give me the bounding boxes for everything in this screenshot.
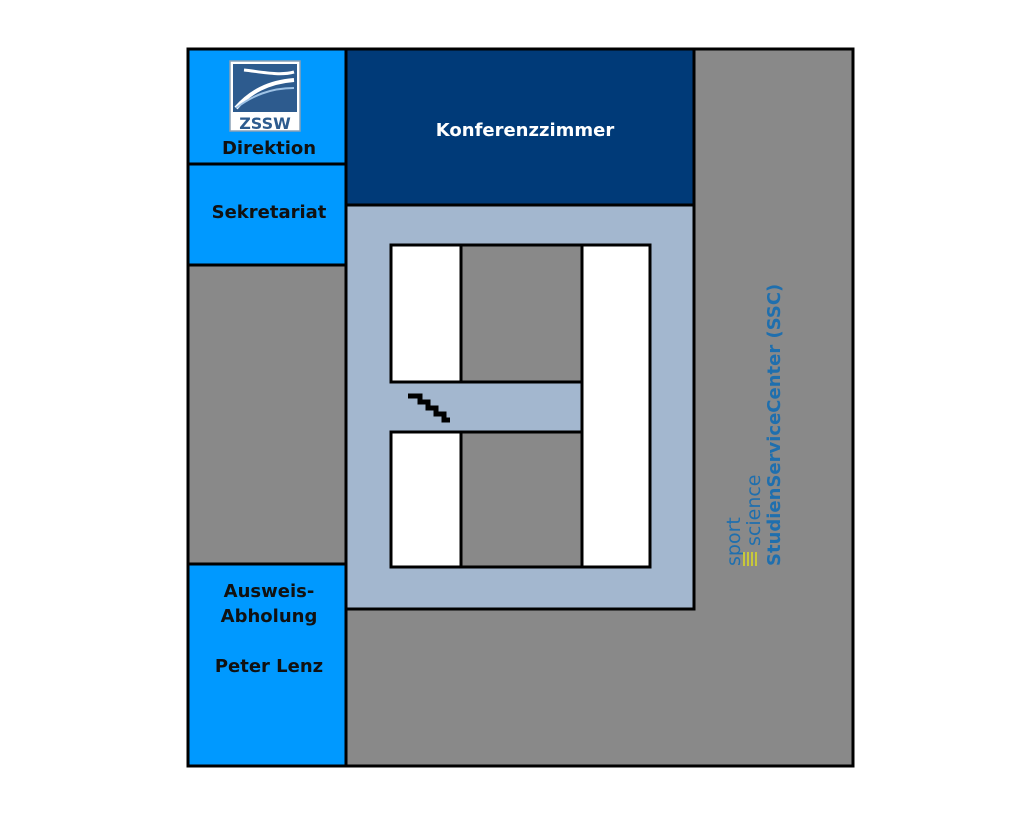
label-ausweis-person: Peter Lenz	[215, 656, 323, 677]
inner-white-top-left	[389, 243, 463, 384]
label-ausweis-line1: Ausweis-	[224, 581, 315, 602]
sportscience-logo: sport science	[723, 475, 765, 566]
staircase-icon	[408, 393, 450, 423]
label-konferenzzimmer: Konferenzzimmer	[436, 120, 615, 141]
room-ausweis[interactable]	[186, 562, 348, 768]
inner-white-bottom-left	[389, 430, 463, 569]
sportscience-logo-stripes	[743, 552, 757, 566]
sportscience-logo-science: science	[743, 475, 765, 547]
zssw-logo: ZSSW	[229, 60, 301, 133]
inner-white-right	[580, 243, 652, 569]
sportscience-logo-sport: sport	[723, 517, 745, 566]
label-direktion: Direktion	[222, 138, 316, 159]
room-left-gray	[186, 263, 348, 566]
label-ssc: StudienServiceCenter (SSC)	[764, 284, 785, 566]
zssw-logo-text: ZSSW	[239, 114, 291, 133]
label-sekretariat: Sekretariat	[212, 202, 327, 223]
inner-gray-bottom	[458, 430, 584, 569]
inner-gray-top	[458, 243, 584, 384]
label-ausweis-line2: Abholung	[221, 606, 318, 627]
